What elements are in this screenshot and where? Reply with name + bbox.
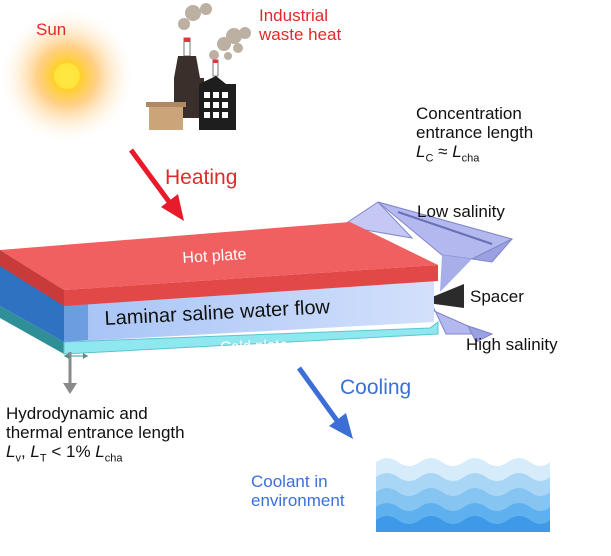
coolant-label: Coolant in environment xyxy=(251,472,345,510)
heating-label: Heating xyxy=(165,166,238,189)
formula-sub-cha: cha xyxy=(461,152,480,165)
factory-icon xyxy=(146,3,251,130)
coolant-label-line2: environment xyxy=(251,491,345,511)
formula-l2: L xyxy=(452,142,462,162)
spacer-label: Spacer xyxy=(470,287,524,306)
industrial-label: Industrial waste heat xyxy=(259,6,341,44)
industrial-label-line1: Industrial xyxy=(259,6,328,25)
formula-less-than: < 1% xyxy=(46,442,96,462)
formula-sub-cha2: cha xyxy=(104,452,123,465)
formula-lcha: L xyxy=(95,442,105,462)
formula-lv: L xyxy=(6,442,16,462)
low-salinity-label: Low salinity xyxy=(417,202,505,221)
coolant-label-line1: Coolant in xyxy=(251,472,328,491)
hydrodynamic-label-line1: Hydrodynamic and xyxy=(6,404,148,423)
hydrodynamic-formula: Lv, LT < 1% Lcha xyxy=(6,442,185,465)
formula-sub-t: T xyxy=(39,452,47,465)
formula-lt: L xyxy=(30,442,40,462)
cooling-arrow xyxy=(296,366,353,439)
formula-l: L xyxy=(416,142,426,162)
hydrodynamic-label: Hydrodynamic and thermal entrance length… xyxy=(6,404,185,465)
sun-icon xyxy=(1,10,133,142)
concentration-label-line1: Concentration xyxy=(416,104,522,123)
coolant-waves-icon xyxy=(376,447,550,532)
formula-approx: ≈ xyxy=(433,142,453,162)
formula-sub-v: v xyxy=(15,452,21,465)
plate-stack xyxy=(0,222,439,355)
hot-plate xyxy=(0,222,438,290)
concentration-label: Concentration entrance length LC ≈ Lcha xyxy=(416,104,533,165)
industrial-label-line2: waste heat xyxy=(259,25,342,45)
hydrodynamic-label-line2: thermal entrance length xyxy=(6,423,185,443)
sun-label: Sun xyxy=(36,20,67,39)
concentration-formula: LC ≈ Lcha xyxy=(416,142,533,165)
high-salinity-label: High salinity xyxy=(466,335,558,354)
entrance-length-arrow xyxy=(63,352,88,394)
concentration-label-line2: entrance length xyxy=(416,123,534,143)
formula-comma: , xyxy=(20,442,31,462)
cooling-label: Cooling xyxy=(340,376,412,399)
heating-arrow xyxy=(128,148,184,221)
cold-plate-label: Cold plate xyxy=(219,336,289,356)
formula-sub-c: C xyxy=(425,152,434,165)
cold-plate xyxy=(63,321,439,355)
